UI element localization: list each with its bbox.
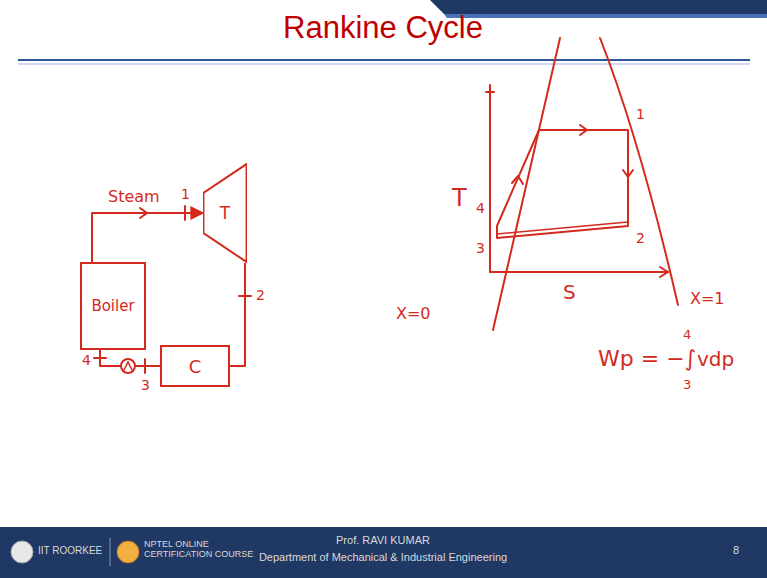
nptel-logo [117,541,139,563]
pipe-connector [92,213,203,262]
flow-arrow [580,125,587,135]
footer-divider [110,538,111,566]
turbine-box: T [203,163,247,263]
course-name: NPTEL ONLINE CERTIFICATION COURSE [144,539,254,560]
entropy-axis [490,271,668,273]
title-rule [18,59,750,61]
boiler-box: Boiler [80,262,146,350]
header-stripe [444,14,767,18]
footer-bar [0,527,767,578]
state-tick [184,206,186,220]
state-number: 1 [636,106,645,122]
flow-label: Steam [108,188,160,206]
cycle-path [497,222,628,234]
presenter-name: Prof. RAVI KUMAR [336,534,430,547]
state-number: 2 [636,230,645,246]
node-label: T [220,203,230,223]
saturated-vapour-line [600,38,678,305]
saturated-liquid-line [493,38,560,330]
state-tick [239,295,251,297]
flow-arrow [140,208,147,218]
state-number: 3 [141,377,150,393]
integral-limit: 3 [683,378,691,393]
page-number: 8 [733,544,739,557]
node-label: Boiler [91,297,134,315]
institute-logo [11,541,33,563]
pump-symbol [121,359,135,373]
title-rule [18,64,750,65]
state-tick [144,359,146,373]
axis-arrow [660,267,668,277]
state-number: 1 [181,186,190,202]
pipe-connector [230,263,245,366]
flow-arrow [512,176,523,184]
institute-name: IIT ROORKEE [38,545,102,557]
department-name: Department of Mechanical & Industrial En… [259,551,507,564]
axis-tick [486,91,494,93]
pump-work-formula: Wp = −∫ [598,346,696,371]
pump-symbol [124,362,132,370]
quality-label: X=1 [690,290,725,308]
slide-title: Rankine Cycle [283,10,483,46]
axis-label: S [563,281,576,304]
temperature-axis [489,85,491,272]
integral-limit: 4 [683,328,691,343]
pump-work-formula: vdp [697,348,734,371]
cycle-path [497,130,628,238]
flow-arrow [623,170,633,177]
state-number: 4 [476,200,485,216]
axis-label: T [452,185,467,213]
state-number: 3 [476,240,485,256]
node-label: C [189,356,202,377]
state-tick [94,357,106,359]
state-number: 4 [82,352,91,368]
condenser-box: C [160,345,230,387]
quality-label: X=0 [396,305,431,323]
state-number: 2 [256,287,265,303]
ts-diagram [486,38,678,330]
